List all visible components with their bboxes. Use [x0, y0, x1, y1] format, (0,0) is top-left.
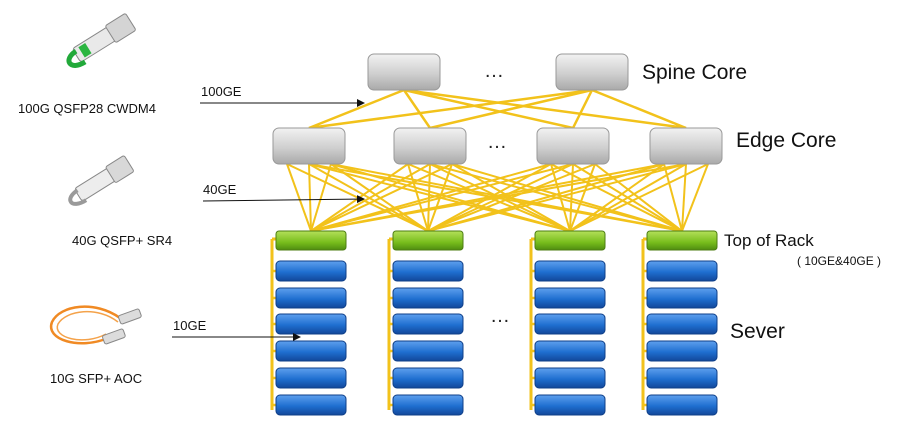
arrow-40ge: [202, 195, 365, 204]
module-label-40g: 40G QSFP+ SR4: [72, 233, 173, 248]
spine-core-label: Spine Core: [642, 61, 748, 84]
server-node: [534, 367, 606, 389]
edge-tor-link: [310, 163, 453, 232]
top-of-rack-label: Top of Rack: [724, 231, 814, 250]
module-label-10g: 10G SFP+ AOC: [50, 371, 143, 386]
server-node: [275, 260, 347, 282]
top-of-rack-sublabel: ( 10GE&40GE ): [797, 254, 882, 268]
server-label: Sever: [730, 320, 785, 343]
server-node: [534, 287, 606, 309]
qsfp-module-icon: [68, 155, 134, 206]
link-label-100ge: 100GE: [201, 84, 242, 99]
link-label-10ge: 10GE: [173, 318, 207, 333]
edge-switch: [536, 127, 610, 165]
spine-switch: [555, 53, 629, 91]
qsfp28-module-icon: [66, 13, 136, 68]
spine-edge-link: [591, 88, 687, 130]
server-node: [275, 287, 347, 309]
edge-switch: [393, 127, 467, 165]
edge-tor-link: [407, 163, 429, 232]
edge-ellipsis: …: [487, 131, 507, 153]
server-node: [392, 260, 464, 282]
server-node: [646, 260, 718, 282]
server-node: [392, 340, 464, 362]
tor-switch: [392, 230, 464, 251]
edge-tor-link: [681, 163, 709, 232]
edge-tor-link: [310, 163, 431, 232]
spine-edge-link: [403, 88, 687, 130]
server-node: [275, 313, 347, 335]
server-node: [392, 313, 464, 335]
edge-tor-link: [663, 163, 683, 232]
module-label-100g: 100G QSFP28 CWDM4: [18, 101, 156, 116]
server-node: [392, 287, 464, 309]
server-node: [646, 287, 718, 309]
edge-tor-link: [569, 163, 665, 232]
server-node: [275, 367, 347, 389]
spine-edge-link: [402, 89, 432, 129]
edge-switch: [272, 127, 346, 165]
server-node: [646, 394, 718, 416]
server-node: [534, 340, 606, 362]
edge-tor-link: [286, 163, 312, 232]
server-node: [646, 313, 718, 335]
tor-switch: [534, 230, 606, 251]
edge-tor-link: [330, 163, 683, 232]
aoc-cable-icon: [49, 305, 142, 345]
tor-switch: [275, 230, 347, 251]
server-node: [392, 367, 464, 389]
server-node: [275, 394, 347, 416]
switch-nodes: [272, 53, 723, 416]
server-node: [392, 394, 464, 416]
tor-switch: [646, 230, 718, 251]
edge-tor-link: [427, 163, 596, 232]
spine-edge-link: [308, 88, 405, 130]
server-node: [275, 340, 347, 362]
server-node: [534, 313, 606, 335]
spine-edge-link: [571, 89, 594, 129]
spine-edge-link: [403, 88, 574, 130]
edge-core-label: Edge Core: [736, 129, 837, 152]
edge-tor-link: [681, 163, 687, 232]
edge-tor-link: [451, 163, 683, 232]
server-ellipsis: …: [490, 305, 510, 327]
spine-edge-link: [429, 88, 593, 130]
server-node: [646, 340, 718, 362]
link-label-40ge: 40GE: [203, 182, 237, 197]
rack-vertical-links: [270, 237, 647, 410]
spine-switch: [367, 53, 441, 91]
yellow-link-lines: [286, 88, 709, 232]
edge-switch: [649, 127, 723, 165]
spine-ellipsis: …: [484, 60, 504, 82]
server-node: [646, 367, 718, 389]
edge-tor-link: [427, 163, 687, 232]
spine-edge-link: [308, 88, 593, 130]
server-node: [534, 260, 606, 282]
server-node: [534, 394, 606, 416]
